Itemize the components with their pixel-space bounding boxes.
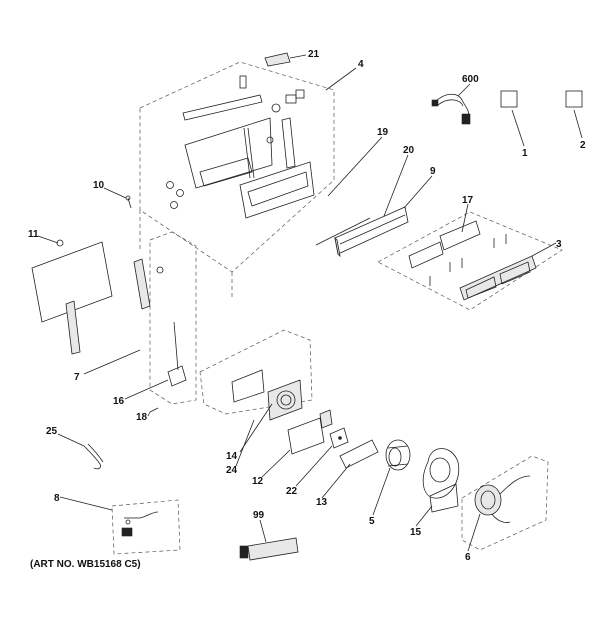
part-15-blower-housing [422, 448, 460, 513]
leader-lines [37, 54, 583, 552]
callout-7: 7 [74, 372, 80, 383]
callout-9: 9 [430, 166, 436, 177]
part-8-kit [121, 511, 159, 537]
part-13-film [339, 439, 379, 469]
callout-13: 13 [316, 497, 328, 508]
part-3-vent-grille [429, 234, 537, 301]
filter-tray-outline [377, 211, 563, 311]
callout-10: 10 [93, 180, 105, 191]
callout-19: 19 [377, 127, 389, 138]
front-plate-outline [199, 329, 313, 415]
callout-16: 16 [113, 396, 125, 407]
callout-17: 17 [462, 195, 474, 206]
motor-outline [461, 455, 549, 551]
callout-22: 22 [286, 486, 298, 497]
callout-20: 20 [403, 145, 415, 156]
art-number-label: (ART NO. WB15168 C5) [30, 559, 141, 570]
callout-25: 25 [46, 426, 58, 437]
part-9-20-duct [334, 206, 409, 258]
part-12-bracket-box [287, 409, 333, 455]
callout-4: 4 [358, 59, 364, 70]
part-21-tab [264, 52, 291, 67]
callout-99: 99 [253, 510, 265, 521]
part-25-hook [83, 443, 104, 470]
part-2-label [565, 90, 583, 108]
callout-numbers: 21 4 600 1 2 19 20 9 10 11 17 3 7 16 18 … [28, 49, 586, 563]
part-11-damper [31, 239, 113, 355]
callout-18: 18 [136, 412, 148, 423]
part-18-screw [149, 407, 159, 413]
part-1-label [500, 90, 518, 108]
part-600-wire-harness [431, 93, 471, 125]
rear-panel-outline [149, 231, 197, 405]
part-99-tube [239, 537, 299, 561]
part-4-bracket-assembly [166, 75, 315, 219]
part-19-rod [315, 217, 371, 246]
callout-15: 15 [410, 527, 422, 538]
callout-12: 12 [252, 476, 264, 487]
callout-5: 5 [369, 516, 375, 527]
part-16-bracket [156, 266, 187, 387]
callout-2: 2 [580, 140, 586, 151]
callout-1: 1 [522, 148, 528, 159]
kit-8-outline [111, 499, 181, 555]
main-housing-outline [139, 61, 335, 300]
callout-6: 6 [465, 552, 471, 563]
part-10-screw [125, 195, 132, 209]
part-22-switch [329, 427, 349, 449]
part-14-plate [231, 369, 303, 421]
callout-600: 600 [462, 74, 479, 85]
callout-11: 11 [28, 229, 39, 240]
part-7-strip [133, 258, 151, 310]
part-17-filter [408, 220, 481, 269]
callout-3: 3 [556, 239, 562, 250]
callout-21: 21 [308, 49, 320, 60]
callout-8: 8 [54, 493, 60, 504]
callout-24: 24 [226, 465, 238, 476]
callout-14: 14 [226, 451, 238, 462]
part-6-motor [474, 475, 531, 523]
part-5-blower-wheel [385, 439, 411, 471]
